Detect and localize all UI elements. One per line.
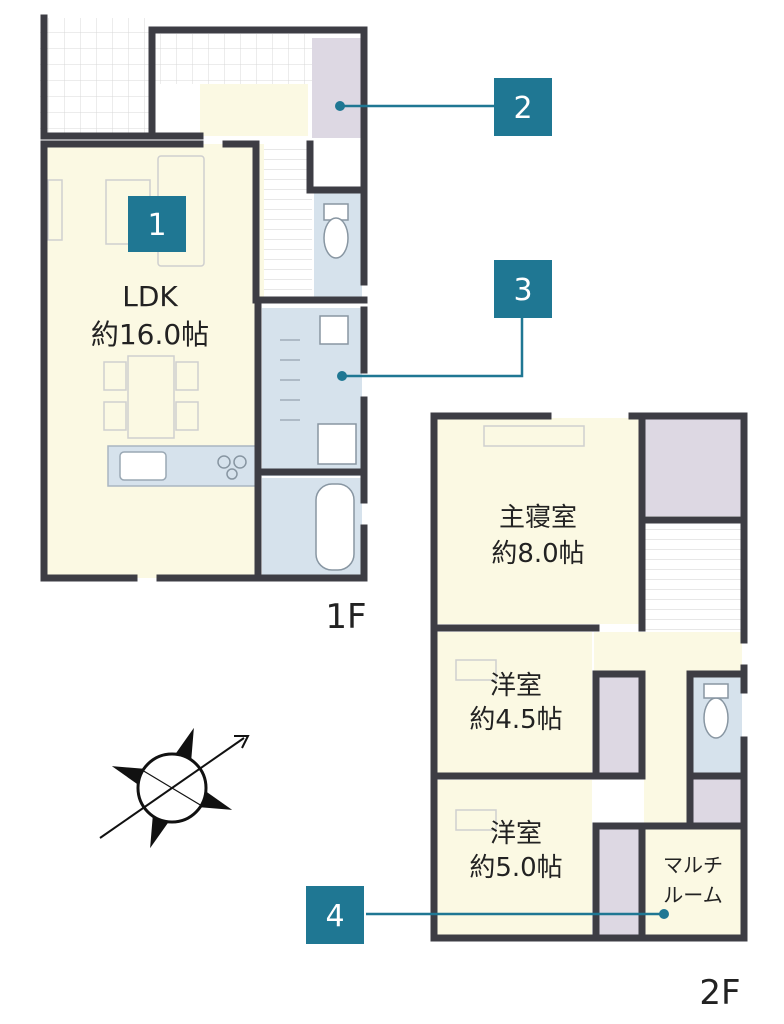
floor-1 bbox=[40, 14, 368, 582]
multi-line1: マルチ bbox=[663, 853, 723, 877]
floor-1-label: 1F bbox=[325, 597, 366, 637]
tv-board-icon bbox=[47, 179, 63, 241]
closet-western-1 bbox=[594, 676, 640, 774]
chair-icon bbox=[175, 361, 199, 391]
western-room-1 bbox=[436, 632, 592, 774]
bathtub-icon bbox=[315, 483, 355, 571]
master-bedroom bbox=[436, 418, 640, 624]
dining-table-icon bbox=[127, 355, 175, 439]
stairs-1f bbox=[262, 144, 312, 302]
badge-3[interactable]: 3 bbox=[494, 260, 552, 318]
floor-2 bbox=[430, 412, 748, 942]
washing-machine-icon bbox=[317, 423, 357, 465]
western1-size: 約4.5帖 bbox=[469, 705, 562, 735]
chair-icon bbox=[103, 361, 127, 391]
stove-icon bbox=[226, 468, 238, 480]
multi-line2: ルーム bbox=[663, 883, 722, 907]
western2-name: 洋室 bbox=[490, 819, 542, 849]
stairs-2f bbox=[644, 520, 742, 632]
ldk-size: 約16.0帖 bbox=[91, 318, 209, 351]
callout-dot-3 bbox=[337, 371, 347, 381]
master-name: 主寝室 bbox=[499, 503, 577, 533]
badge-4-label: 4 bbox=[325, 899, 344, 934]
badge-1-label: 1 bbox=[147, 208, 166, 243]
toilet-fixture-icon bbox=[703, 697, 729, 739]
badge-4[interactable]: 4 bbox=[306, 886, 364, 944]
closet-western-2 bbox=[594, 828, 640, 936]
floor-2-label: 2F bbox=[699, 973, 740, 1013]
hall-1f bbox=[256, 144, 264, 302]
master-size: 約8.0帖 bbox=[491, 539, 584, 569]
chair-icon bbox=[103, 401, 127, 431]
closet-2 bbox=[312, 38, 364, 138]
desk-icon bbox=[455, 809, 497, 831]
callout-dot-2 bbox=[335, 101, 345, 111]
storage-2f bbox=[692, 776, 742, 824]
multi-room bbox=[644, 828, 742, 936]
toilet-fixture-icon bbox=[703, 683, 729, 699]
badge-1[interactable]: 1 bbox=[128, 196, 186, 252]
deck-top bbox=[152, 34, 312, 84]
bed-icon bbox=[483, 425, 585, 447]
callout-dot-4 bbox=[659, 909, 669, 919]
badge-2[interactable]: 2 bbox=[494, 78, 552, 136]
entrance-hall bbox=[200, 84, 308, 136]
western2-size: 約5.0帖 bbox=[469, 853, 562, 883]
callout-line-3 bbox=[342, 318, 524, 378]
western-room-2 bbox=[436, 780, 592, 936]
sink-icon bbox=[119, 451, 167, 481]
stove-icon bbox=[233, 455, 247, 469]
washbasin-icon bbox=[319, 315, 349, 345]
desk-icon bbox=[455, 659, 497, 681]
hall-2f bbox=[594, 632, 742, 674]
chair-icon bbox=[175, 401, 199, 431]
hall-2f-lower bbox=[644, 674, 690, 824]
deck-left bbox=[40, 18, 152, 136]
closet-2f-top bbox=[644, 418, 742, 516]
toilet-fixture-icon bbox=[323, 217, 349, 259]
stove-icon bbox=[217, 455, 231, 469]
shelf-lines-icon bbox=[280, 339, 300, 421]
badge-2-label: 2 bbox=[513, 91, 532, 126]
compass-rose-icon bbox=[99, 727, 250, 849]
badge-3-label: 3 bbox=[513, 273, 532, 308]
western1-name: 洋室 bbox=[490, 671, 542, 701]
ldk-name: LDK bbox=[122, 280, 178, 313]
